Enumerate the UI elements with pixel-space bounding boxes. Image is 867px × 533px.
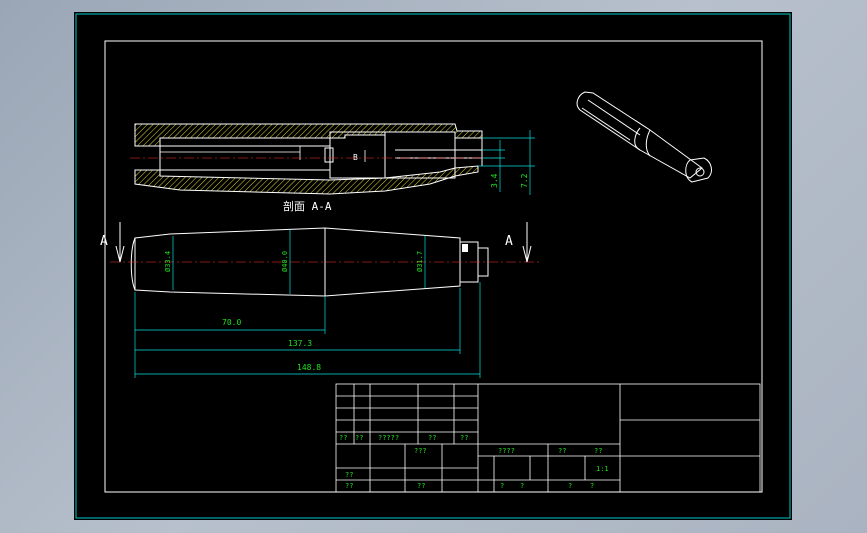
tb-r2-1: ????	[498, 447, 515, 455]
view-marker-left: A	[100, 234, 108, 249]
dim-d1: Ø33.4	[164, 251, 172, 272]
tb-r1-0: ??	[339, 434, 347, 442]
dim-d2: Ø40.0	[281, 251, 289, 272]
title-block	[335, 383, 761, 493]
tb-r4-2: ?	[500, 482, 504, 490]
section-label: 剖面 A-A	[283, 199, 332, 213]
tb-r4-1: ??	[417, 482, 425, 490]
tb-r2-2: ??	[558, 447, 566, 455]
dim-d3: Ø31.7	[416, 251, 424, 272]
title-block-text: ?? ?? ????? ?? ?? ??? ???? ?? ?? 1:1 ?? …	[339, 434, 609, 490]
dim-len1: 70.0	[222, 318, 241, 327]
tb-r4-3: ?	[520, 482, 524, 490]
detail-mark: B	[353, 153, 358, 162]
tb-scale: 1:1	[596, 465, 609, 473]
dim-len3: 148.8	[297, 363, 321, 372]
tb-r2-3: ??	[594, 447, 602, 455]
outline-view: Ø33.4 Ø40.0 Ø31.7 70.0 137.3 148.8 A A	[100, 222, 540, 378]
dim-v2: 7.2	[520, 173, 529, 188]
drawing-sheet	[74, 12, 792, 520]
outer-frame	[75, 13, 791, 519]
tb-r1-2: ?????	[378, 434, 399, 442]
tb-r4-4: ?	[568, 482, 572, 490]
tb-r1-1: ??	[355, 434, 363, 442]
tb-r4-5: ?	[590, 482, 594, 490]
tb-r2-0: ???	[414, 447, 427, 455]
view-marker-right: A	[505, 234, 513, 249]
tb-r1-4: ??	[460, 434, 468, 442]
tb-r4-0: ??	[345, 482, 353, 490]
tb-r1-3: ??	[428, 434, 436, 442]
isometric-view	[576, 91, 712, 183]
dim-v1: 3.4	[490, 173, 499, 188]
tb-r3-0: ??	[345, 471, 353, 479]
dim-len2: 137.3	[288, 339, 312, 348]
section-view: B 3.4 7.2 剖面 A-A	[130, 123, 535, 213]
